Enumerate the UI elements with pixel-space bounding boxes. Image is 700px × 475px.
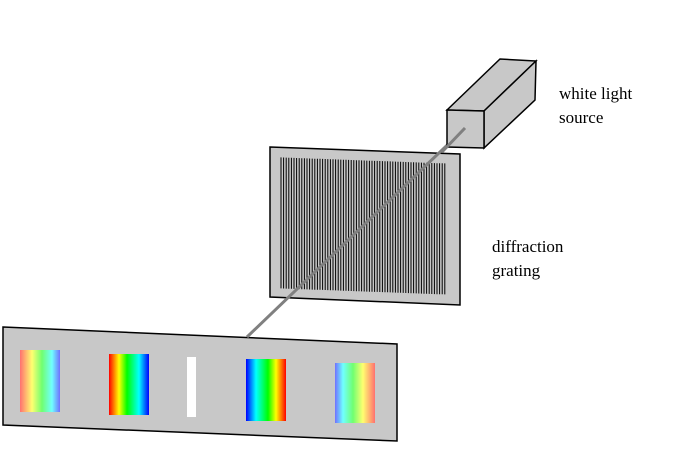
spectrum-order-minus-2	[20, 350, 60, 412]
light-source-label-line1: white light	[559, 84, 633, 103]
projection-screen	[2, 326, 398, 442]
spectrum-order-minus-1	[109, 354, 149, 415]
light-source-label: white light source	[559, 82, 632, 130]
grating-label-line2: grating	[492, 261, 541, 280]
grating-label: diffraction grating	[492, 235, 563, 283]
light-beam	[245, 126, 467, 339]
spectrum-order-plus-2	[335, 363, 375, 423]
light-source-label-line2: source	[559, 108, 604, 127]
central-white-maximum	[187, 357, 196, 417]
spectrum-order-plus-1	[246, 359, 286, 421]
light-beam-exit	[440, 126, 467, 154]
grating-label-line1: diffraction	[492, 237, 564, 256]
